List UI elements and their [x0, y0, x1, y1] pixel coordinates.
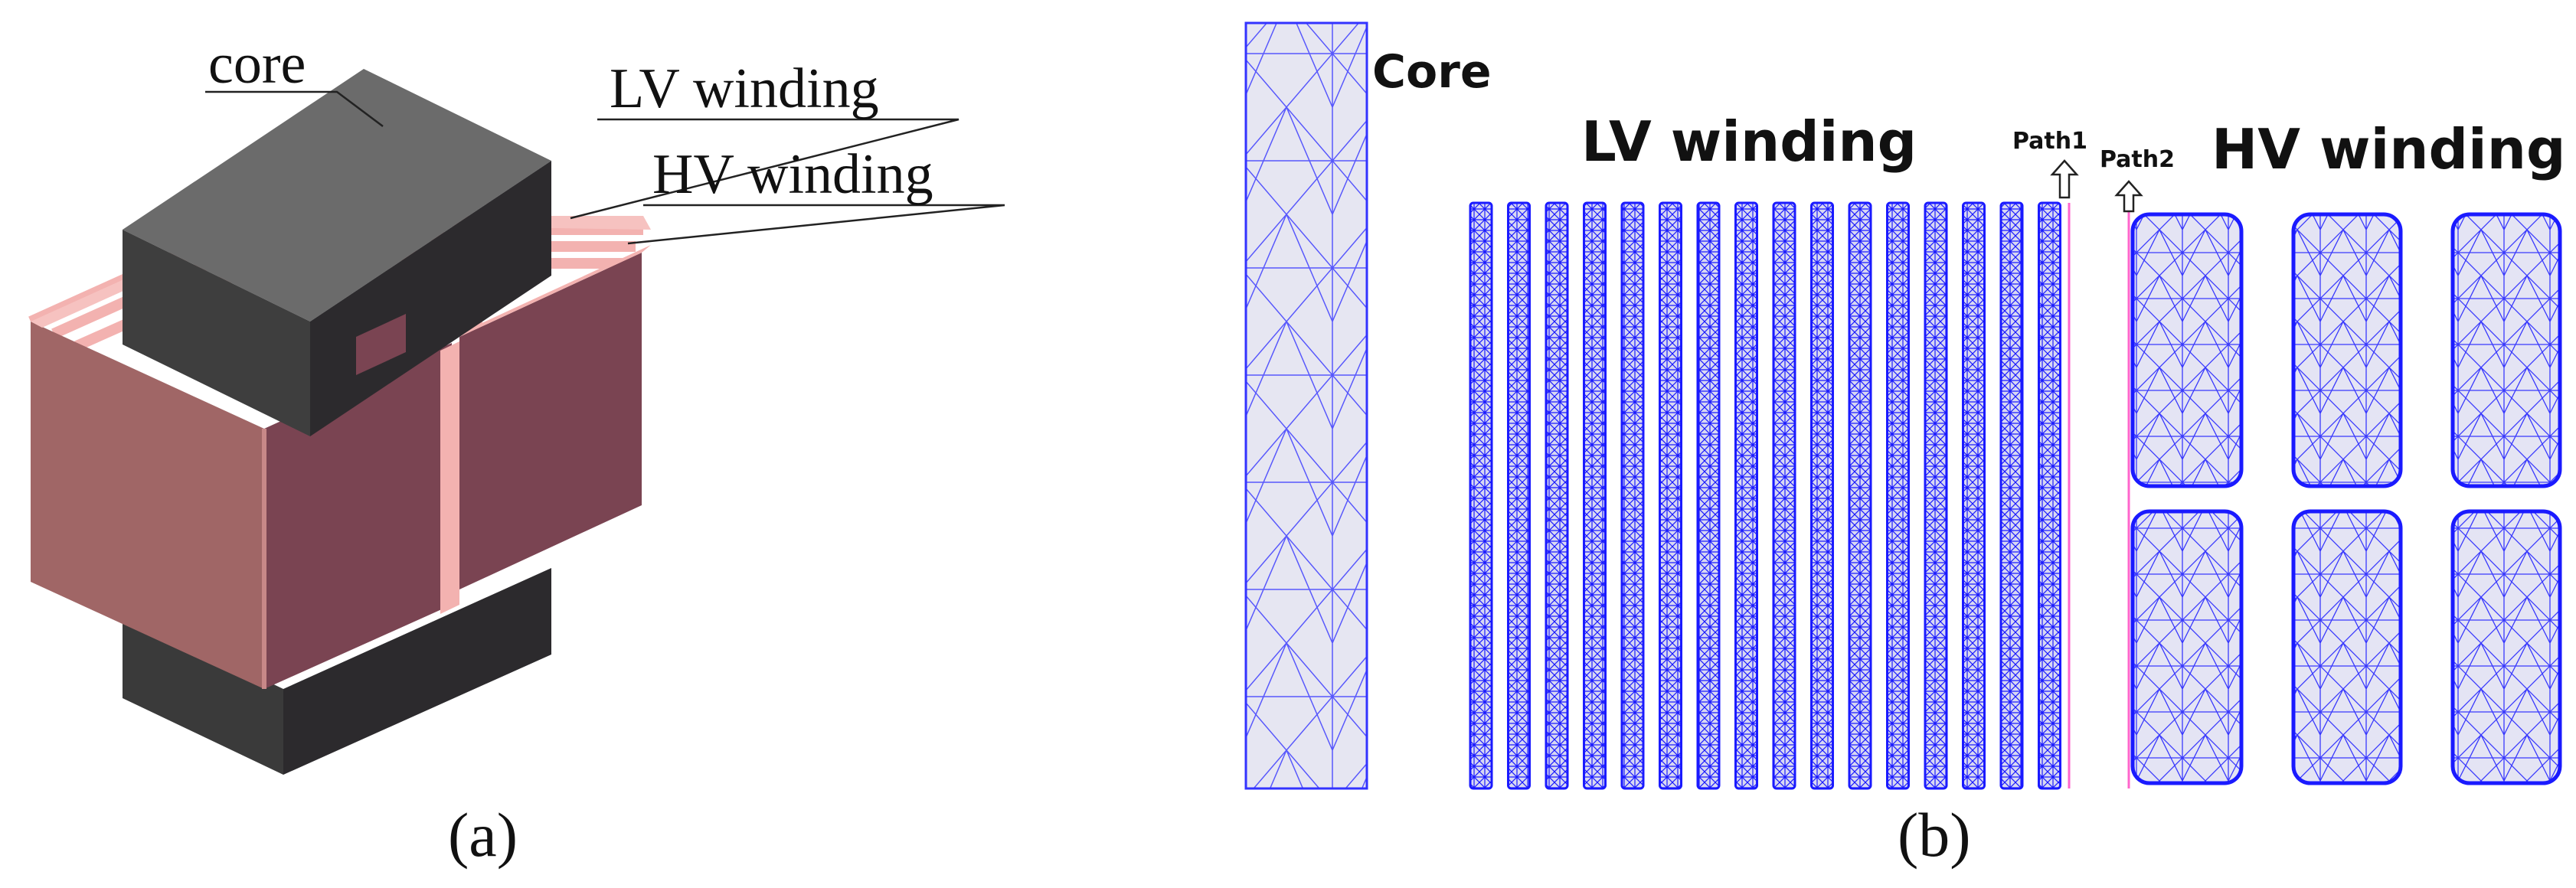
core-lower-side [283, 568, 551, 775]
lv-winding-front-left [31, 322, 264, 689]
lv-strand [1620, 201, 1645, 790]
caption-a: (a) [448, 800, 518, 870]
label-path2: Path2 [2100, 146, 2175, 173]
panel-b-mesh [1244, 21, 2562, 790]
lv-strand [1583, 201, 1607, 790]
lv-strand [1772, 201, 1796, 790]
lv-strand [2038, 201, 2061, 790]
hv-block [2130, 509, 2244, 785]
lv-strand [1734, 201, 1758, 790]
label-core: core [208, 33, 306, 96]
lv-strand [1886, 201, 1910, 790]
panel-a-illustration [28, 69, 1005, 775]
hv-block [2291, 212, 2403, 488]
label-core-b: Core [1372, 45, 1492, 99]
core-lower-front [123, 612, 283, 775]
hv-block [2450, 509, 2562, 785]
path2-arrow-icon [2114, 180, 2143, 213]
lv-strand [1545, 201, 1569, 790]
lv-strand [1999, 201, 2024, 790]
hv-winding-front-right [459, 253, 642, 589]
lv-strand [1507, 201, 1531, 790]
leader-lines [205, 90, 1005, 245]
lv-strand [1810, 201, 1834, 790]
label-hv-winding-b: HV winding [2212, 117, 2566, 181]
caption-b: (b) [1898, 800, 1971, 870]
hv-block [2291, 509, 2403, 785]
label-lv-winding-b: LV winding [1581, 109, 1917, 174]
core-mesh-region [1244, 21, 1368, 790]
label-path1: Path1 [2012, 128, 2087, 155]
label-lv-winding: LV winding [610, 57, 879, 120]
lv-strand [1924, 201, 1948, 790]
lv-strand [1659, 201, 1682, 790]
lv-strand [1848, 201, 1872, 790]
lv-winding-strands [1469, 201, 2061, 790]
hv-block [2450, 212, 2562, 488]
core-front-face [123, 230, 310, 436]
path1-arrow-icon [2050, 159, 2079, 199]
label-hv-winding: HV winding [652, 143, 933, 206]
lv-strand [1962, 201, 1986, 790]
lv-strand [1696, 201, 1721, 790]
hv-winding-blocks [2130, 212, 2562, 785]
hv-block [2130, 212, 2244, 488]
lv-strand [1469, 201, 1493, 790]
core-top-face [123, 69, 551, 322]
